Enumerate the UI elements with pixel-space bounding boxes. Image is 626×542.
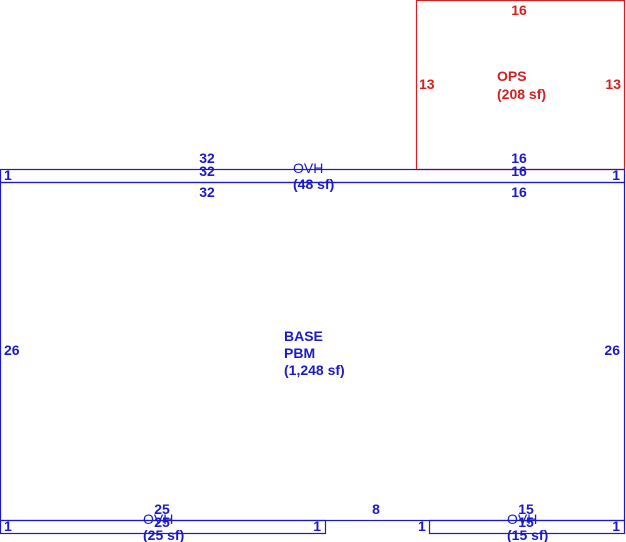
ovh-top-area: 32 16 32 16 1 1 OVH (48 sf) [0,150,626,192]
ovh-top-dim-left: 1 [4,167,12,183]
ovh-bottom-left-dim-bottom: 25 [154,514,170,530]
ovh-bottom-right-dim-bottom: 15 [518,514,534,530]
ovh-bottom-left-dim-left: 1 [4,518,12,534]
ovh-top-area-label: (48 sf) [293,176,334,192]
base-dim-bottom-gap: 8 [372,501,380,517]
ovh-top-label: OVH [293,160,323,176]
ovh-top-dim-mid-left: 32 [199,163,215,179]
ovh-bottom-right-dim-left: 1 [418,518,426,534]
ovh-bottom-right-dim-right: 1 [612,518,620,534]
ovh-bottom-left-dim-top: 25 [154,501,170,517]
ops-label: OPS [497,68,527,84]
base-label: BASE [284,328,323,344]
ovh-top-dim-mid-right: 16 [511,163,527,179]
ops-dim-right: 13 [605,76,621,92]
ovh-bottom-left-outline [0,519,327,535]
base-dim-right: 26 [604,342,620,358]
base-dim-top-right: 16 [511,184,527,200]
base-area: 32 16 26 26 BASE PBM (1,248 sf) 8 [0,181,626,522]
ops-dim-left: 13 [419,76,435,92]
ovh-bottom-left-dim-right: 1 [313,518,321,534]
ovh-bottom-left-area: 25 25 1 1 OVH (25 sf) [0,501,327,542]
ops-outline [415,0,626,171]
ops-area-label: (208 sf) [497,86,546,102]
ovh-bottom-left-area-label: (25 sf) [143,527,184,542]
ovh-bottom-right-area: 15 15 1 1 OVH (15 sf) [418,501,626,542]
base-area-label: (1,248 sf) [284,362,345,378]
ovh-top-dim-top-left: 32 [199,150,215,166]
ovh-bottom-right-dim-top: 15 [518,501,534,517]
ovh-bottom-right-area-label: (15 sf) [507,527,548,542]
ops-area: 16 13 13 OPS (208 sf) [415,0,626,171]
ovh-top-dim-right: 1 [612,167,620,183]
base-subname-label: PBM [284,345,315,361]
base-dim-top-left: 32 [199,184,215,200]
ovh-bottom-right-outline [428,519,626,535]
ops-dim-top: 16 [511,2,527,18]
ovh-bottom-left-label: OVH [143,511,173,527]
base-dim-left: 26 [4,342,20,358]
ovh-bottom-right-label: OVH [507,511,537,527]
ovh-top-dim-top-right: 16 [511,150,527,166]
